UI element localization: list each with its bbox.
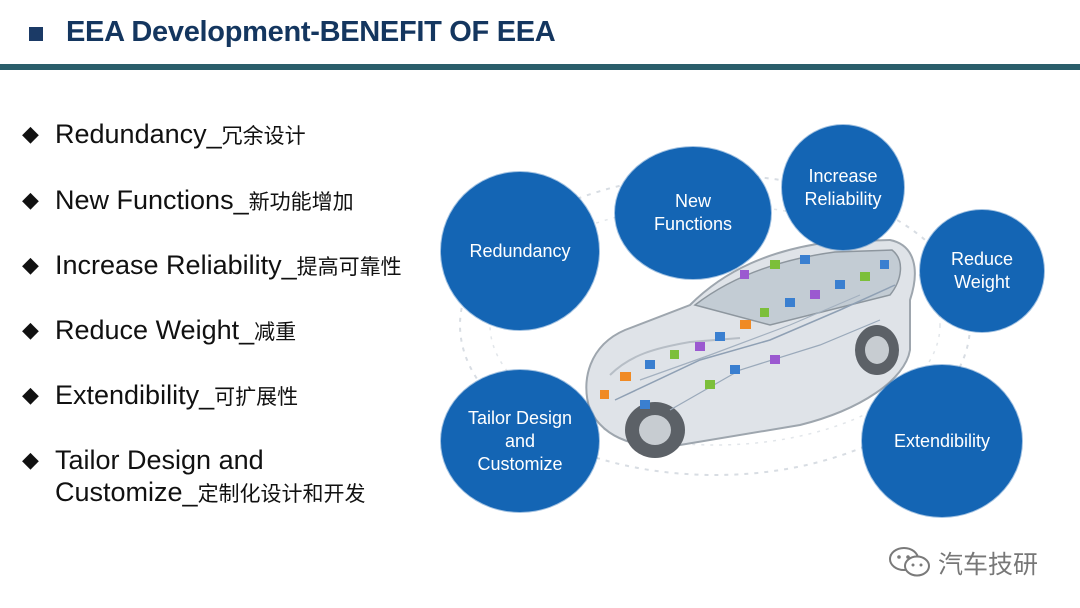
item-cn: 减重: [254, 321, 297, 344]
slide-header: EEA Development-BENEFIT OF EEA: [0, 0, 1080, 70]
item-cn: 定制化设计和开发: [197, 483, 366, 506]
circle-redundancy: Redundancy: [441, 172, 599, 330]
diamond-bullet-icon: ◆: [22, 121, 39, 146]
wechat-icon: [889, 547, 930, 577]
diamond-bullet-icon: ◆: [22, 317, 39, 342]
diamond-bullet-icon: ◆: [22, 382, 39, 407]
circle-extendibility: Extendibility: [862, 365, 1022, 517]
item-en: Increase Reliability_: [55, 250, 297, 280]
item-en: Extendibility_: [55, 380, 215, 410]
header-divider: [0, 64, 1080, 70]
item-en-line2: Customize_: [55, 477, 198, 507]
watermark-text: 汽车技研: [938, 551, 1039, 579]
item-cn: 提高可靠性: [296, 256, 402, 279]
diamond-bullet-icon: ◆: [22, 447, 39, 472]
diamond-bullet-icon: ◆: [22, 252, 39, 277]
item-en-line1: Tailor Design and: [55, 445, 264, 475]
slide-title: EEA Development-BENEFIT OF EEA: [66, 16, 556, 48]
diamond-bullet-icon: ◆: [22, 187, 39, 212]
item-en: Reduce Weight_: [55, 315, 255, 345]
item-cn: 新功能增加: [248, 191, 354, 214]
item-cn: 可扩展性: [214, 386, 299, 409]
item-cn: 冗余设计: [221, 125, 306, 148]
title-square-icon: [29, 27, 43, 41]
item-en: Redundancy_: [55, 119, 222, 149]
item-en: New Functions_: [55, 185, 249, 215]
